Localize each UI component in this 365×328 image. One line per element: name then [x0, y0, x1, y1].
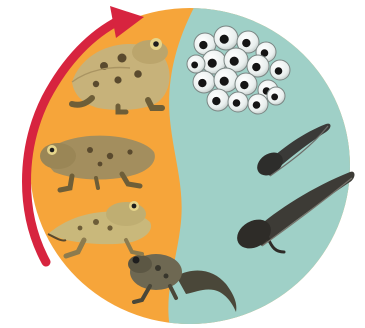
egg-embryo — [275, 67, 283, 75]
egg-embryo — [233, 99, 241, 107]
egg-embryo — [240, 81, 248, 89]
egg-embryo — [199, 41, 207, 49]
egg-embryo — [230, 57, 239, 66]
egg-embryo — [253, 101, 261, 109]
egg-embryo — [220, 35, 229, 44]
egg-embryo — [220, 77, 229, 86]
egg-embryo — [271, 93, 278, 100]
egg-embryo — [191, 61, 198, 68]
egg-embryo — [252, 63, 260, 71]
egg-embryo — [242, 39, 250, 47]
egg-embryo — [198, 79, 206, 87]
egg-embryo — [212, 97, 220, 105]
egg-embryo — [208, 59, 217, 68]
